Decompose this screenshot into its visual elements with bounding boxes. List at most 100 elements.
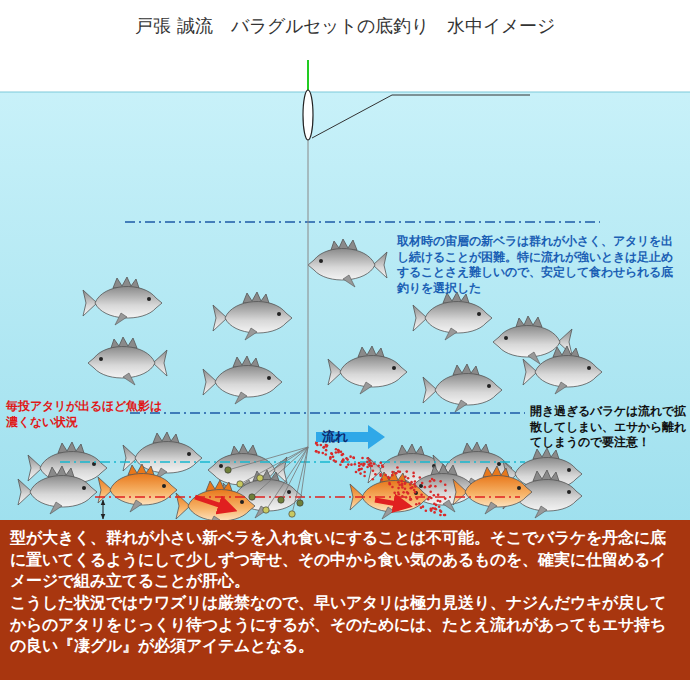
depth-line <box>125 221 600 223</box>
bait-particle <box>412 472 415 475</box>
bait-particle <box>391 471 394 474</box>
bait-particle <box>444 514 447 517</box>
bait-particle <box>335 460 338 463</box>
fish-part <box>343 275 355 287</box>
bait-particle <box>363 471 366 474</box>
fish-part <box>187 452 191 456</box>
bait-particle <box>339 463 342 466</box>
fish <box>88 337 167 385</box>
bait-particle <box>335 448 338 451</box>
fish-part <box>277 312 281 316</box>
bait-particle <box>424 486 427 489</box>
bait-particle <box>414 480 417 483</box>
bait-particle <box>342 453 345 456</box>
fish-part <box>392 366 396 370</box>
bait-particle <box>379 473 382 476</box>
fish <box>213 292 292 340</box>
fish-part <box>219 464 223 468</box>
fish <box>203 356 282 404</box>
bait-particle <box>345 466 348 469</box>
bait <box>263 507 269 513</box>
fish-part <box>587 366 591 370</box>
bait-particle <box>324 453 327 456</box>
fish-move-arrow <box>375 500 403 505</box>
explanation-text: こうした状況ではウワズリは厳禁なので、早いアタリは極力見送り、ナジんだウキが戻し… <box>10 593 680 658</box>
bait-particle <box>355 471 358 474</box>
fish-part <box>425 302 492 334</box>
bait-particle <box>395 472 398 475</box>
bait-particles <box>315 441 447 516</box>
fish-part <box>493 326 560 358</box>
fish-part <box>267 376 271 380</box>
fish-part <box>435 374 502 406</box>
bait-particle <box>315 450 318 453</box>
bait-particle <box>404 487 407 490</box>
bait-particle <box>421 482 424 485</box>
bait-particle <box>342 459 345 462</box>
fish-part <box>445 328 457 340</box>
water-surface <box>0 92 690 93</box>
target-fish <box>350 471 429 519</box>
target-fish-part <box>414 491 418 495</box>
bait-particle <box>396 466 399 469</box>
bait-particle <box>420 506 423 509</box>
bait-particle <box>404 481 407 484</box>
fish-part <box>88 347 155 379</box>
fish-part <box>215 366 282 398</box>
bait-particle <box>359 468 362 471</box>
bait-particle <box>368 459 371 462</box>
fish-part <box>360 382 372 394</box>
bait-particle <box>413 483 416 486</box>
fish <box>83 277 162 325</box>
fish-part <box>555 382 567 394</box>
explanation-band: 型が大きく、群れが小さい新ベラを入れ食いにすることは不可能。そこでバラケを丹念に… <box>0 520 690 680</box>
bait-particle <box>322 446 325 449</box>
bait-particle <box>437 499 440 502</box>
bait-particle <box>425 509 428 512</box>
hook-line <box>260 447 308 478</box>
bait-particle <box>435 508 438 511</box>
target-fish-part <box>485 502 497 514</box>
bait-particle <box>444 489 447 492</box>
bait-particle <box>366 457 369 460</box>
hook-line <box>300 447 308 503</box>
target-fish-part <box>240 500 244 504</box>
fish-part <box>477 312 481 316</box>
bait-particle <box>439 500 442 503</box>
bait-particle <box>433 502 436 505</box>
bait-particle <box>323 446 326 449</box>
fish-school <box>18 239 602 528</box>
depth-line <box>60 461 525 463</box>
bait-particle <box>315 442 318 445</box>
fish-part <box>99 357 103 361</box>
bait-particle <box>429 491 432 494</box>
bait-particle <box>444 483 447 486</box>
hook-line <box>292 447 308 514</box>
bait <box>289 511 295 517</box>
bait-particle <box>399 470 402 473</box>
fish-part <box>455 400 467 412</box>
bait-particle <box>379 461 382 464</box>
fish-part <box>319 259 323 263</box>
bait-particle <box>366 461 369 464</box>
target-fish-part <box>130 500 142 512</box>
bait-particle <box>405 470 408 473</box>
bait-particle <box>407 477 410 480</box>
bait-particle <box>346 458 349 461</box>
bait-particle <box>398 483 401 486</box>
fish-part <box>308 249 375 281</box>
bait-particle <box>402 491 405 494</box>
bait-particle <box>317 451 320 454</box>
bait-particle <box>413 489 416 492</box>
bait-particle <box>372 469 375 472</box>
fish-part <box>443 500 455 512</box>
bait-particle <box>434 485 437 488</box>
bait-particle <box>397 481 400 484</box>
gap-bracket <box>103 500 104 519</box>
hooks <box>225 447 308 517</box>
title: 戸張 誠流 バラグルセットの底釣り 水中イメージ <box>0 14 690 37</box>
target-fish <box>98 464 177 512</box>
current-label: 流れ <box>322 430 366 443</box>
bait-particle <box>401 495 404 498</box>
